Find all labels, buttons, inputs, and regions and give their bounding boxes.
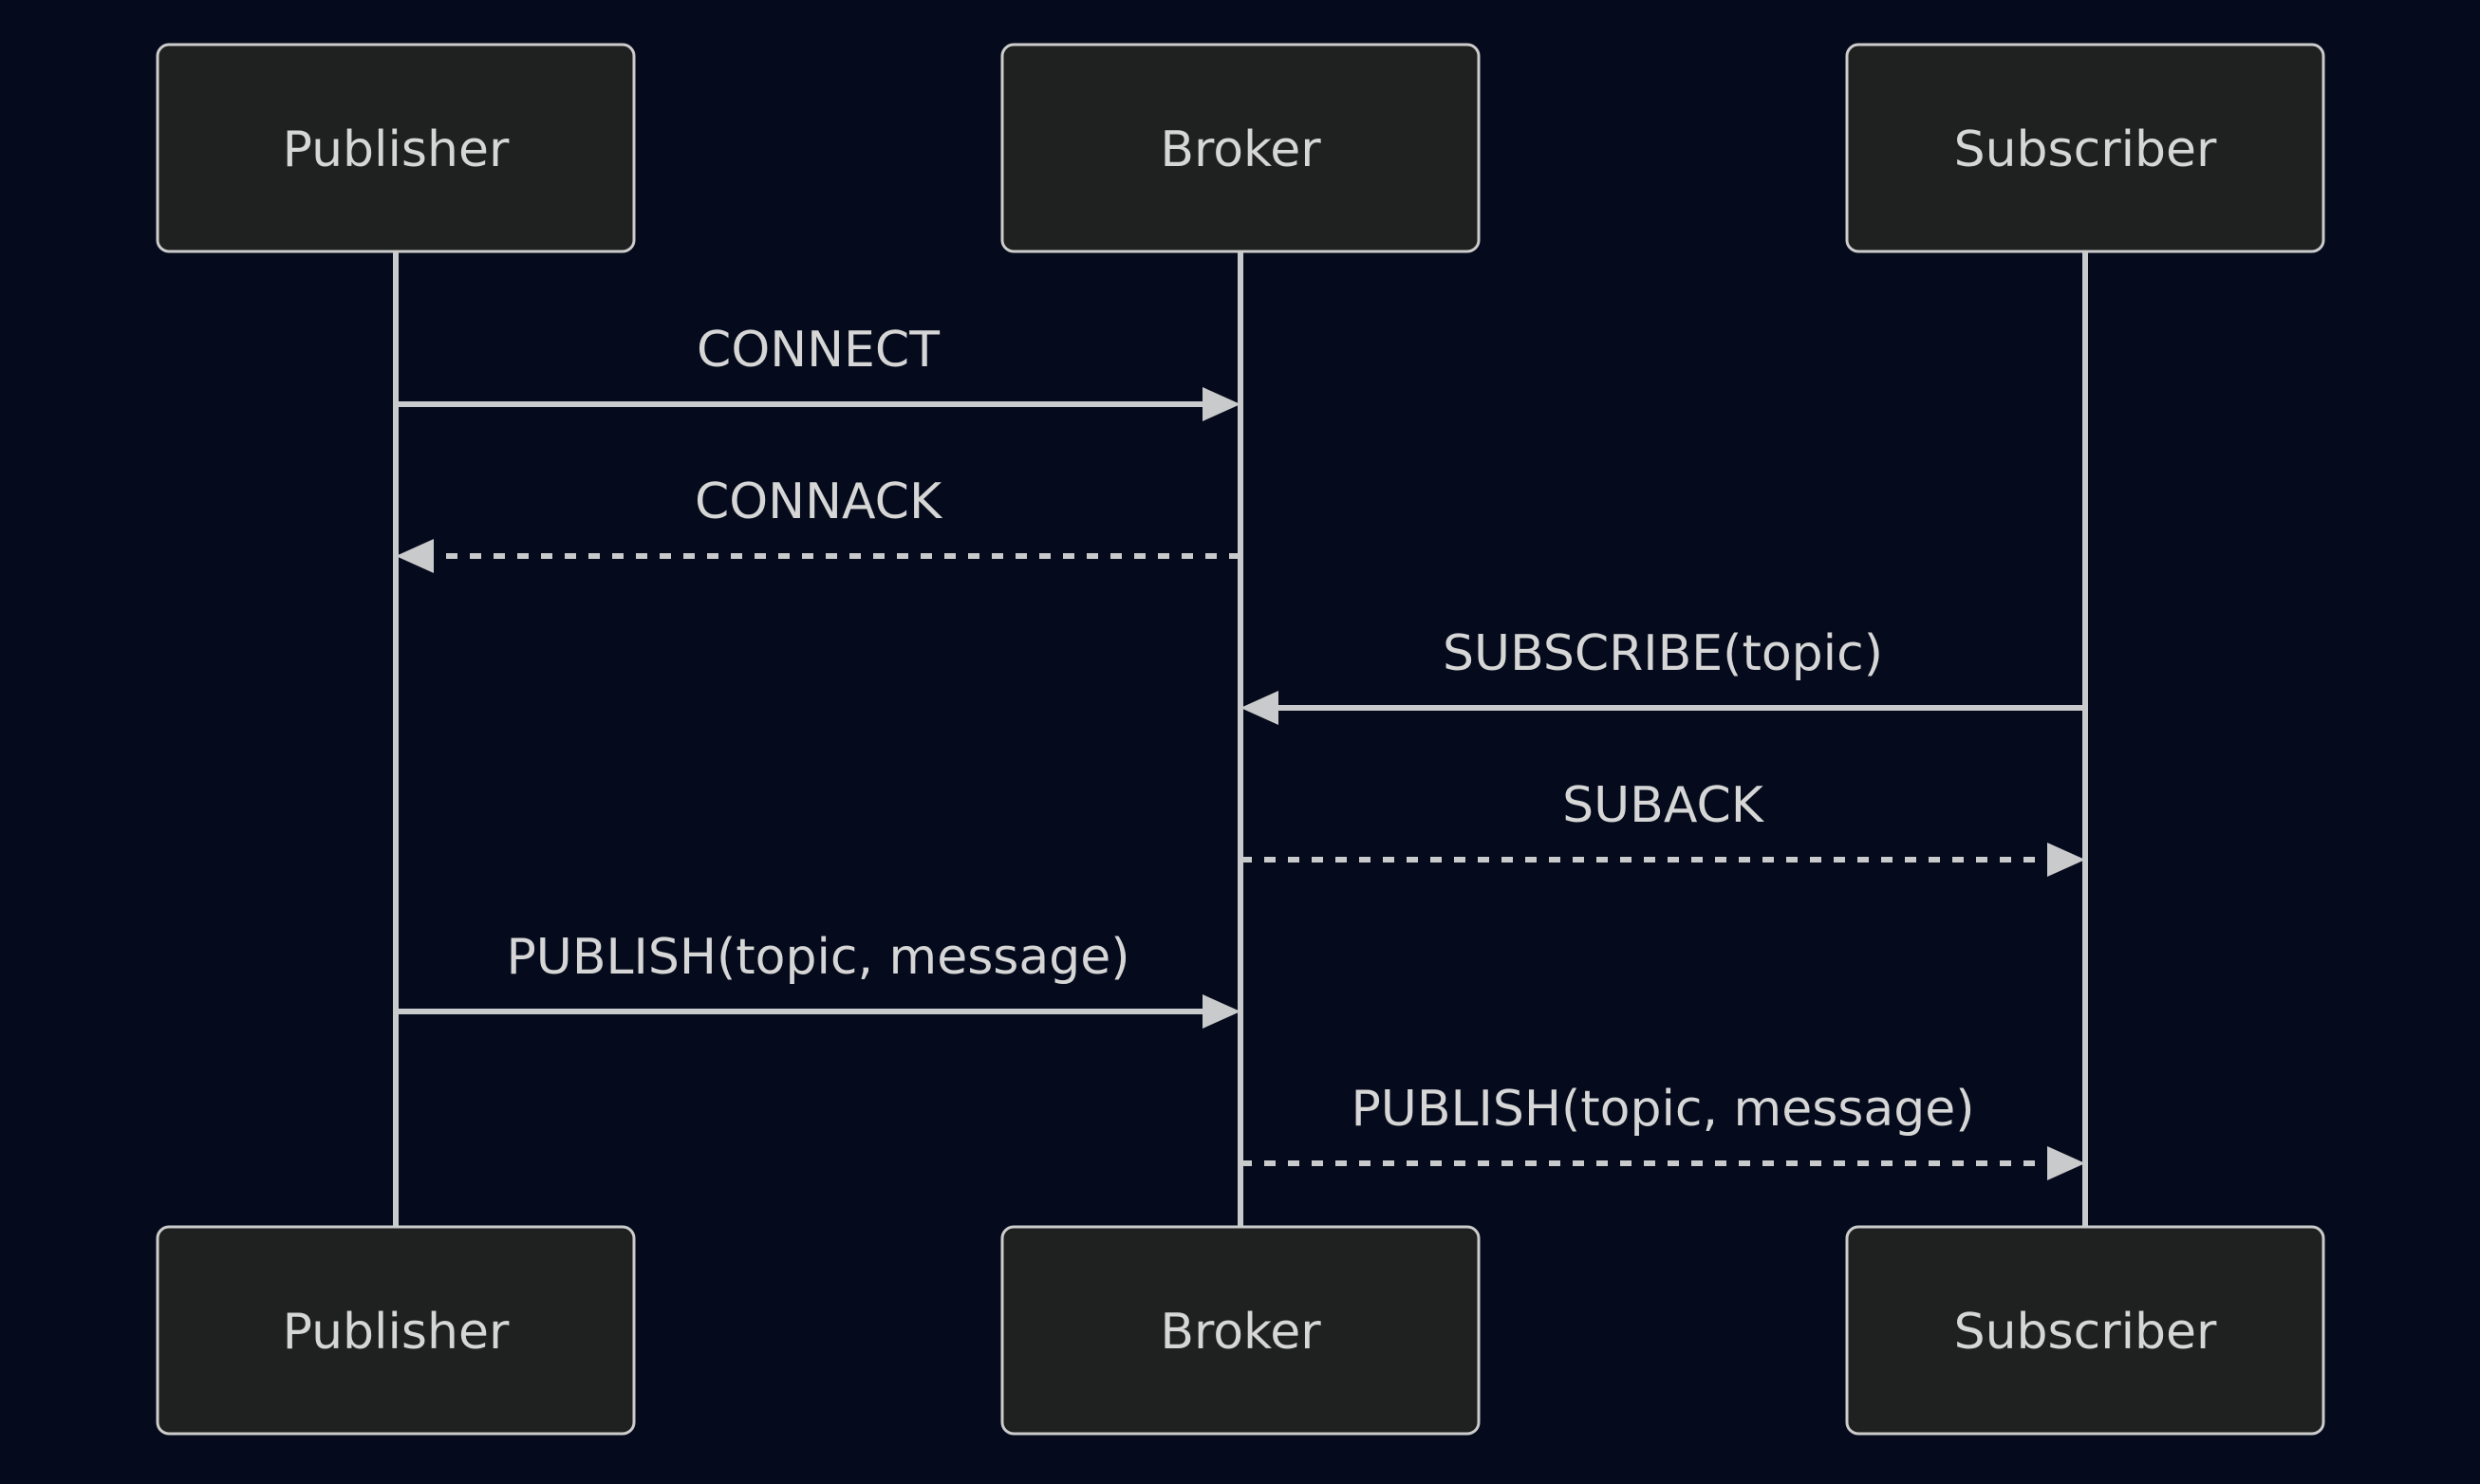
actor-publisher-top: Publisher	[156, 43, 636, 253]
arrowhead-left-icon	[1240, 691, 1278, 725]
actor-box	[1000, 1225, 1481, 1436]
message-label: CONNACK	[695, 473, 943, 530]
message-label: CONNECT	[697, 322, 940, 379]
message-suback: SUBACK	[1240, 777, 2085, 877]
actor-box	[156, 1225, 636, 1436]
actor-label-broker: Broker	[1160, 1304, 1321, 1361]
message-connack: CONNACK	[396, 473, 1240, 573]
actor-broker-top: Broker	[1000, 43, 1481, 253]
actor-label-subscriber: Subscriber	[1954, 1304, 2217, 1361]
arrowhead-right-icon	[1203, 387, 1240, 421]
actor-label-subscriber: Subscriber	[1954, 121, 2217, 178]
actor-label-broker: Broker	[1160, 121, 1321, 178]
arrowhead-left-icon	[396, 539, 434, 573]
actor-subscriber-top: Subscriber	[1845, 43, 2325, 253]
actor-box	[1845, 43, 2325, 253]
message-subscribe: SUBSCRIBE(topic)	[1240, 625, 2085, 725]
message-publish-to-subscriber: PUBLISH(topic, message)	[1240, 1081, 2085, 1180]
message-label: SUBACK	[1562, 777, 1765, 834]
actor-publisher-bottom: Publisher	[156, 1225, 636, 1436]
actor-box	[1000, 43, 1481, 253]
message-connect: CONNECT	[396, 322, 1240, 421]
actor-box	[156, 43, 636, 253]
actor-label-publisher: Publisher	[283, 1304, 510, 1361]
actor-label-publisher: Publisher	[283, 121, 510, 178]
arrowhead-right-icon	[2047, 843, 2085, 877]
actor-broker-bottom: Broker	[1000, 1225, 1481, 1436]
actor-subscriber-bottom: Subscriber	[1845, 1225, 2325, 1436]
message-label: PUBLISH(topic, message)	[1351, 1081, 1974, 1138]
message-label: PUBLISH(topic, message)	[506, 929, 1129, 986]
message-label: SUBSCRIBE(topic)	[1443, 625, 1883, 682]
message-publish-to-broker: PUBLISH(topic, message)	[396, 929, 1240, 1029]
actor-box	[1845, 1225, 2325, 1436]
arrowhead-right-icon	[1203, 994, 1240, 1029]
arrowhead-right-icon	[2047, 1146, 2085, 1180]
